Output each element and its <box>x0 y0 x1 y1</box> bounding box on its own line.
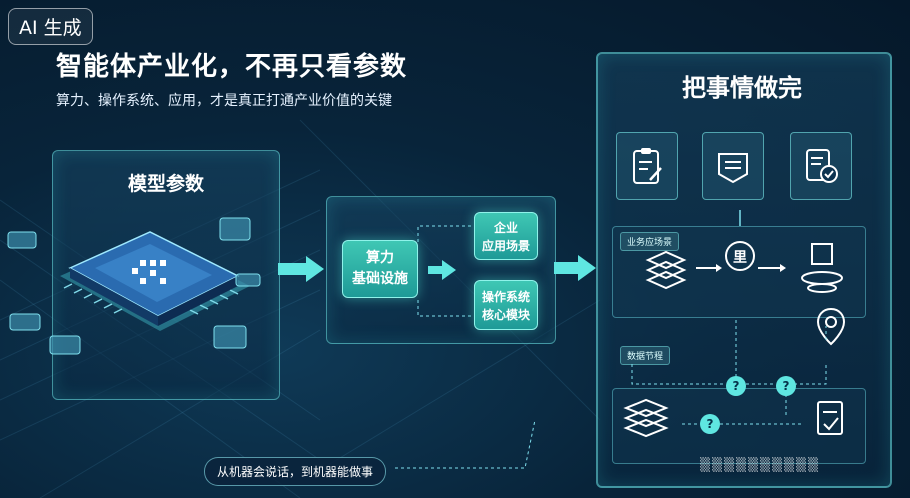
enterprise-scenario-box: 企业 应用场景 <box>474 212 538 260</box>
flow-arrow-1 <box>278 256 326 282</box>
os-core-module-box: 操作系统 核心模块 <box>474 280 538 330</box>
dashed-connectors <box>417 225 474 317</box>
flow-arrow-inner <box>428 260 458 280</box>
section1-flow: 里 <box>645 210 843 293</box>
question-node-2: ? <box>776 376 796 396</box>
ai-generated-badge: AI 生成 <box>8 8 93 45</box>
compute-infrastructure-box: 算力 基础设施 <box>342 240 418 298</box>
layers-tray-icon <box>702 132 764 200</box>
chip-illustration <box>7 217 261 355</box>
data-process-section <box>612 388 866 464</box>
data-process-label: 数据节程 <box>620 346 671 365</box>
page-title: 智能体产业化，不再只看参数 <box>56 52 408 82</box>
svg-text:里: 里 <box>733 250 747 266</box>
clipboard-icon <box>616 132 678 200</box>
get-things-done-title: 把事情做完 <box>682 74 802 102</box>
flow-arrow-2 <box>554 254 598 282</box>
checklist-icon <box>790 132 852 200</box>
watermark-blur: ▒▒▒▒▒▒▒▒▒▒ <box>700 458 820 473</box>
location-pin-icon <box>816 307 846 346</box>
question-node-1: ? <box>726 376 746 396</box>
page-subtitle: 算力、操作系统、应用，才是真正打通产业价值的关键 <box>56 93 392 109</box>
model-params-title: 模型参数 <box>127 173 204 195</box>
bottom-connector <box>395 419 536 469</box>
bottom-slogan-tag: 从机器会说话，到机器能做事 <box>204 457 387 486</box>
question-node-3: ? <box>700 414 720 434</box>
business-scenario-label: 业务应场景 <box>620 232 680 251</box>
section2-flow <box>623 320 843 438</box>
